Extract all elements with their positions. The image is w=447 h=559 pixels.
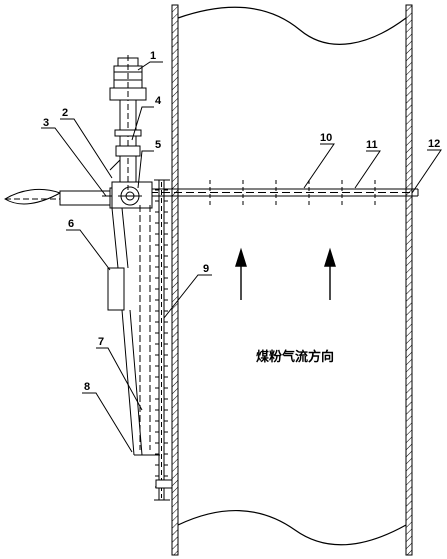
callout-7: 7 — [98, 336, 104, 348]
support-leg — [111, 207, 129, 269]
flow-arrow-left — [235, 247, 247, 300]
callout-11: 11 — [366, 139, 378, 151]
callout-9: 9 — [203, 263, 209, 275]
flow-arrow-right — [324, 247, 336, 300]
mounting-bracket — [102, 158, 121, 197]
scale-ticks — [155, 189, 168, 488]
callout-5: 5 — [155, 139, 161, 151]
probe-handle — [4, 187, 123, 209]
callout-12: 12 — [428, 138, 440, 150]
callout-3: 3 — [43, 117, 49, 129]
inner-sample-tube — [139, 205, 151, 450]
rotary-joint — [111, 181, 153, 209]
sampling-probe-tube — [140, 185, 419, 200]
callout-1: 1 — [150, 50, 156, 62]
bottom-flange — [155, 479, 173, 489]
callout-2: 2 — [62, 107, 68, 119]
vertical-scale-rod — [154, 179, 170, 501]
callout-4: 4 — [155, 95, 162, 107]
duct-break-line-top — [177, 6, 407, 45]
duct-left-wall — [171, 4, 179, 556]
sample-down-tube — [121, 309, 160, 456]
drive-shaft — [114, 95, 142, 190]
duct-break-line-bottom — [177, 510, 407, 546]
callout-6: 6 — [68, 218, 74, 230]
drive-motor — [109, 55, 147, 101]
callout-leaders — [41, 61, 442, 453]
sample-collection-box — [107, 267, 125, 311]
callout-8: 8 — [84, 381, 90, 393]
duct-right-wall — [405, 4, 413, 556]
flow-direction-label: 煤粉气流方向 — [256, 349, 334, 365]
callout-10: 10 — [320, 132, 332, 144]
